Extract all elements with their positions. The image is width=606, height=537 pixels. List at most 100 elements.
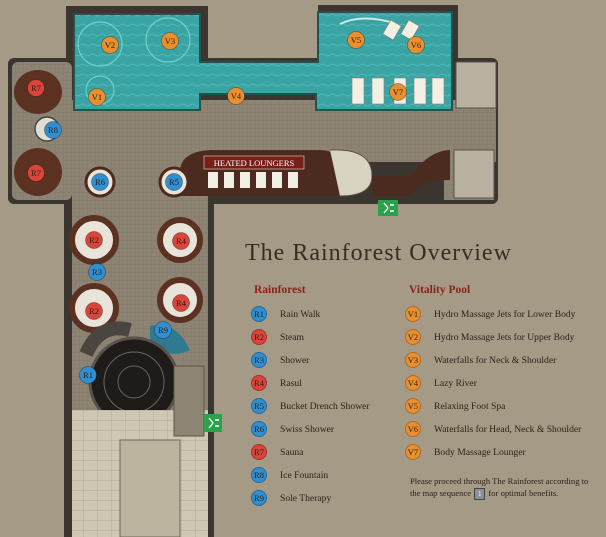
map-marker-r7: R7 [27, 164, 45, 182]
vitality-legend-item: V3 Waterfalls for Neck & Shoulder [405, 351, 556, 369]
vitality-badge-icon: V7 [405, 444, 421, 460]
rainforest-legend-label: Ice Fountain [280, 469, 329, 481]
rainforest-legend-item: R6 Swiss Shower [251, 420, 334, 438]
rainforest-badge-icon: R5 [251, 398, 267, 414]
rainforest-badge-icon: R4 [251, 375, 267, 391]
rainforest-legend-item: R7 Sauna [251, 443, 303, 461]
vitality-badge-icon: V2 [405, 329, 421, 345]
vitality-badge-icon: V4 [405, 375, 421, 391]
map-marker-label: V4 [231, 91, 242, 101]
vitality-badge-icon: V1 [405, 306, 421, 322]
map-marker-r3: R3 [88, 263, 106, 281]
map-marker-v5: V5 [347, 31, 365, 49]
vitality-legend-label: Waterfalls for Neck & Shoulder [434, 354, 557, 366]
vitality-badge-icon: V6 [405, 421, 421, 437]
rainforest-legend-label: Shower [280, 354, 310, 366]
heated-loungers-label: HEATED LOUNGERS [214, 158, 295, 168]
rainforest-legend-item: R1 Rain Walk [251, 305, 320, 323]
map-marker-label: R7 [31, 168, 41, 178]
vitality-legend-item: V6 Waterfalls for Head, Neck & Shoulder [405, 420, 581, 438]
map-marker-r2: R2 [85, 302, 103, 320]
map-marker-v7: V7 [389, 83, 407, 101]
map-marker-v3: V3 [161, 32, 179, 50]
rainforest-legend-label: Steam [280, 331, 304, 343]
rainforest-legend-label: Swiss Shower [280, 423, 335, 435]
rainforest-legend-item: R9 Sole Therapy [251, 489, 331, 507]
map-marker-r8: R8 [44, 121, 62, 139]
rainforest-legend-label: Bucket Drench Shower [280, 400, 370, 412]
map-marker-label: R7 [31, 83, 41, 93]
map-marker-label: R6 [95, 177, 105, 187]
map-marker-label: V3 [165, 36, 175, 46]
exit-sign-icon [378, 200, 398, 216]
vitality-legend-item: V4 Lazy River [405, 374, 477, 392]
map-marker-label: R9 [158, 325, 168, 335]
map-marker-r2: R2 [85, 231, 103, 249]
map-marker-v6: V6 [407, 36, 425, 54]
rainforest-legend-item: R5 Bucket Drench Shower [251, 397, 370, 415]
map-marker-label: R2 [89, 306, 99, 316]
note-text: Please proceed through The Rainforest ac… [410, 476, 589, 498]
map-marker-label: R5 [169, 177, 179, 187]
note-text-end: for optimal benefits. [488, 487, 559, 498]
rainforest-badge-icon: R6 [251, 421, 267, 437]
vitality-badge-icon: V5 [405, 398, 421, 414]
vitality-legend-label: Waterfalls for Head, Neck & Shoulder [434, 423, 582, 435]
changing-stalls [72, 365, 208, 537]
rainforest-badge-icon: R9 [251, 490, 267, 506]
rainforest-legend-label: Sauna [280, 446, 304, 458]
vitality-legend-label: Relaxing Foot Spa [434, 400, 506, 412]
vitality-legend-item: V2 Hydro Massage Jets for Upper Body [405, 328, 574, 346]
rainforest-legend-label: Sole Therapy [280, 492, 332, 504]
map-marker-label: R8 [48, 125, 58, 135]
map-marker-label: V1 [92, 92, 102, 102]
map-marker-v2: V2 [101, 36, 119, 54]
vitality-badge-icon: V3 [405, 352, 421, 368]
map-marker-label: R1 [83, 370, 93, 380]
sequence-number-icon: 1 [474, 487, 486, 500]
rainforest-badge-icon: R2 [251, 329, 267, 345]
vitality-legend-label: Lazy River [434, 377, 477, 389]
map-marker-label: R3 [92, 267, 102, 277]
rainforest-badge-icon: R1 [251, 306, 267, 322]
vitality-legend-item: V1 Hydro Massage Jets for Lower Body [405, 305, 575, 323]
map-marker-r7: R7 [27, 79, 45, 97]
map-marker-r4: R4 [172, 294, 190, 312]
rainforest-legend-label: Rain Walk [280, 308, 321, 320]
vitality-pool-heading: Vitality Pool [409, 284, 471, 296]
map-marker-label: V2 [105, 40, 115, 50]
locker-area [453, 61, 497, 199]
rainforest-legend-item: R8 Ice Fountain [251, 466, 328, 484]
rainforest-badge-icon: R8 [251, 467, 267, 483]
map-marker-label: V6 [411, 40, 421, 50]
map-marker-label: R4 [176, 298, 187, 308]
map-marker-r5: R5 [165, 173, 183, 191]
map-marker-r6: R6 [91, 173, 109, 191]
vitality-legend-item: V7 Body Massage Lounger [405, 443, 526, 461]
map-marker-label: V7 [393, 87, 403, 97]
map-marker-v1: V1 [88, 88, 106, 106]
vitality-legend-label: Body Massage Lounger [434, 446, 526, 458]
map-marker-label: V5 [351, 35, 361, 45]
rainforest-badge-icon: R7 [251, 444, 267, 460]
map-marker-label: R2 [89, 235, 99, 245]
exit-sign-icon [204, 414, 222, 432]
map-marker-label: R4 [176, 236, 187, 246]
vitality-legend-item: V5 Relaxing Foot Spa [405, 397, 505, 415]
map-marker-r4: R4 [172, 232, 190, 250]
map-marker-r1: R1 [79, 366, 97, 384]
map-marker-v4: V4 [227, 87, 245, 105]
rainforest-legend-label: Rasul [280, 377, 302, 389]
rainforest-legend-item: R4 Rasul [251, 374, 302, 392]
heated-loungers-area [180, 149, 450, 197]
rainforest-legend-item: R3 Shower [251, 351, 309, 369]
rainforest-heading: Rainforest [254, 284, 306, 296]
sequence-note: Please proceed through The Rainforest ac… [410, 476, 600, 500]
vitality-legend-label: Hydro Massage Jets for Lower Body [434, 308, 576, 320]
rainforest-badge-icon: R3 [251, 352, 267, 368]
rainforest-legend-item: R2 Steam [251, 328, 304, 346]
vitality-legend-label: Hydro Massage Jets for Upper Body [434, 331, 575, 343]
page-title: The Rainforest Overview [245, 240, 512, 266]
